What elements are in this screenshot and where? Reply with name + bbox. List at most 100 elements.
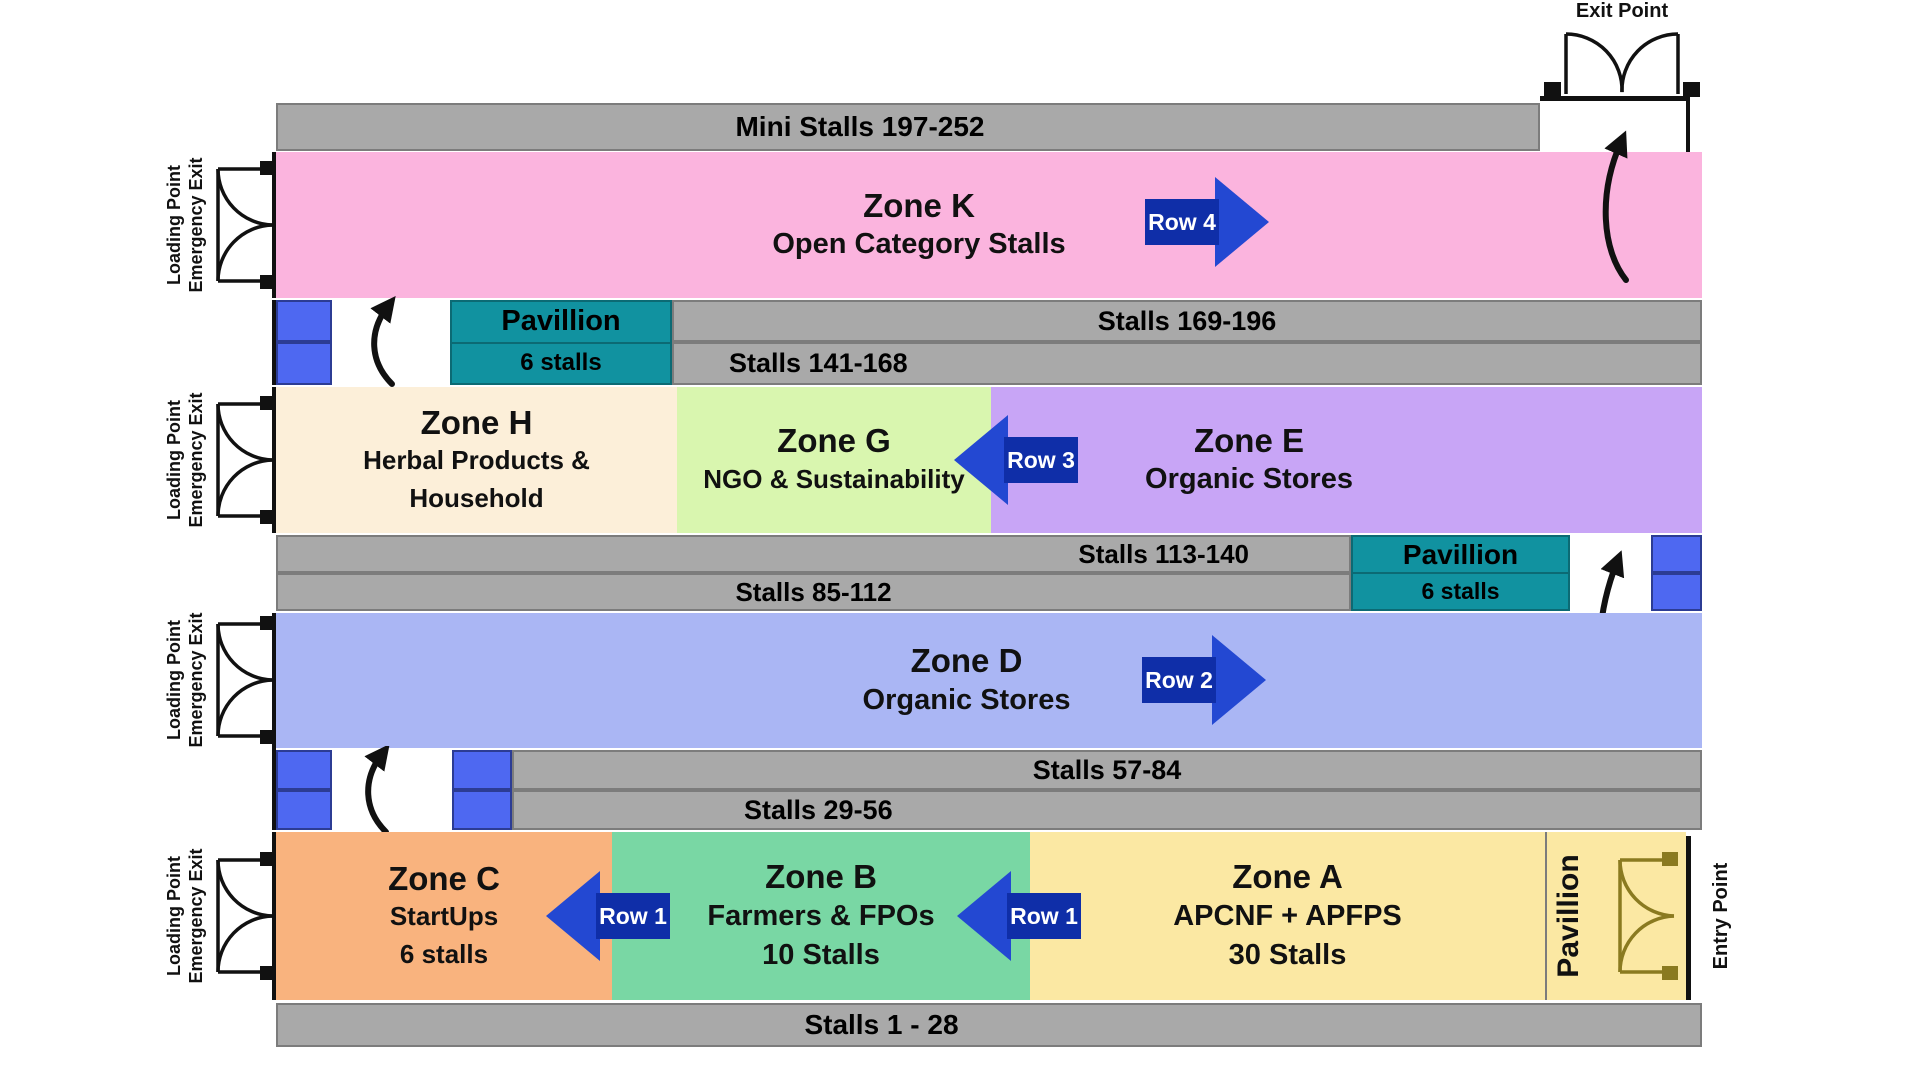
curved-arrow-icon [370,296,396,387]
left-wall-segment [272,387,276,533]
entry-door-icon [1618,852,1678,980]
loading-point-label: Loading Point Emergency Exit [163,826,207,1006]
curved-arrow-icon [364,746,390,835]
zone-e-title: Zone E [1193,421,1304,459]
pavilion-title: Pavillion [1353,537,1568,574]
loading-point-line2: Emergency Exit [186,612,206,748]
stall-bar-label: Stalls 57-84 [1032,754,1182,785]
stall-bar-label: Stalls 113-140 [1078,538,1249,569]
zone-h-desc2: Household [409,482,544,513]
zone-k: Zone K Open Category Stalls [276,152,1702,298]
stall-bar-mini-197-252: Mini Stalls 197-252 [276,103,1540,151]
loading-bay-box [452,790,512,830]
loading-door-icon [216,161,276,289]
pavilion-subtitle: 6 stalls [1421,578,1500,604]
right-wall-segment-entry [1686,836,1691,1000]
stall-bar-label: Mini Stalls 197-252 [735,111,985,142]
loading-bay-box [276,790,332,830]
row-3-label: Row 3 [1007,447,1075,473]
loading-point-line1: Loading Point [164,165,184,285]
pavilion-title: Pavillion [452,302,670,344]
zone-d: Zone D Organic Stores [276,613,1702,748]
loading-bay-box [1651,573,1702,611]
zone-d-desc: Organic Stores [862,683,1071,716]
zone-c-desc1: StartUps [389,901,499,932]
curved-arrow-to-exit-icon [1602,130,1629,283]
stall-bar-label: Stalls 85-112 [735,576,892,607]
stall-bar-label: Stalls 141-168 [729,348,908,378]
zone-k-title: Zone K [863,186,975,224]
left-wall-segment [272,300,276,385]
row-3-arrow-icon: Row 3 [954,415,1078,505]
stall-bar-141-168: Stalls 141-168 [672,342,1702,385]
loading-point-line1: Loading Point [164,856,184,976]
exit-door-icon [1544,32,1700,97]
loading-bay-box [452,750,512,790]
row-2-label: Row 2 [1145,667,1213,693]
loading-door-icon [216,616,276,744]
stall-bar-1-28: Stalls 1 - 28 [276,1003,1702,1047]
loading-point-line2: Emergency Exit [186,157,206,293]
pavilion-entry-title: Pavillion [1552,854,1585,978]
left-wall-segment [272,152,276,298]
stall-bar-29-56: Stalls 29-56 [512,790,1702,830]
right-wall-segment-top [1686,97,1690,152]
left-wall-segment [272,832,276,1000]
pavilion-right: Pavillion 6 stalls [1351,535,1570,611]
stall-bar-57-84: Stalls 57-84 [512,750,1702,790]
zone-h-desc1: Herbal Products & [363,445,590,476]
zone-c: Zone C StartUps 6 stalls [276,832,612,1000]
zone-g-title: Zone G [777,422,891,460]
zone-h: Zone H Herbal Products & Household [276,387,677,533]
loading-bay-box [276,342,332,385]
zone-b-desc2: 10 Stalls [762,938,880,971]
pavilion-top: Pavillion 6 stalls [450,300,672,385]
row-2-arrow-icon: Row 2 [1142,635,1266,725]
loading-point-label: Loading Point Emergency Exit [163,590,207,770]
loading-point-line2: Emergency Exit [186,848,206,984]
zone-e: Zone E Organic Stores [991,387,1702,533]
stall-bar-label: Stalls 1 - 28 [804,1009,959,1040]
zone-a-desc2: 30 Stalls [1228,938,1347,971]
zone-b-desc1: Farmers & FPOs [707,899,935,932]
loading-door-icon [216,396,276,524]
loading-point-label: Loading Point Emergency Exit [163,370,207,550]
zone-d-title: Zone D [910,642,1023,680]
zone-c-title: Zone C [388,859,500,897]
left-wall-segment [272,613,276,830]
exit-point-label: Exit Point [1575,0,1669,22]
entry-point-label: Entry Point [1710,862,1732,970]
loading-bay-box [276,300,332,342]
zone-a: Zone A APCNF + APFPS 30 Stalls [1030,832,1545,1000]
zone-g: Zone G NGO & Sustainability [677,387,991,533]
stall-bar-85-112: Stalls 85-112 [276,573,1351,611]
row-1-arrow-icon: Row 1 [957,871,1081,961]
stall-bar-113-140: Stalls 113-140 [276,535,1351,573]
stall-bar-label: Stalls 169-196 [1097,305,1277,336]
loading-point-line1: Loading Point [164,620,184,740]
row-4-arrow-icon: Row 4 [1145,177,1269,267]
zone-a-desc1: APCNF + APFPS [1173,899,1402,932]
row-1-label: Row 1 [599,903,667,929]
stall-bar-169-196: Stalls 169-196 [672,300,1702,342]
loading-door-icon [216,852,276,980]
pavilion-subtitle: 6 stalls [520,349,602,377]
row-1-arrow-icon: Row 1 [546,871,670,961]
zone-g-desc: NGO & Sustainability [703,463,965,494]
exit-wall-segment [1540,96,1690,101]
zone-e-desc: Organic Stores [1145,463,1353,496]
row-4-label: Row 4 [1148,209,1216,235]
zone-c-desc2: 6 stalls [399,938,489,969]
zone-b-title: Zone B [765,858,877,896]
zone-b: Zone B Farmers & FPOs 10 Stalls [612,832,1030,1000]
stall-bar-label: Stalls 29-56 [744,794,893,825]
loading-bay-box [276,750,332,790]
row-1-label: Row 1 [1010,903,1078,929]
loading-point-label: Loading Point Emergency Exit [163,135,207,315]
zone-h-title: Zone H [420,403,533,441]
zone-k-desc: Open Category Stalls [772,228,1066,261]
zone-a-title: Zone A [1232,858,1343,896]
loading-point-line2: Emergency Exit [186,392,206,528]
loading-bay-box [1651,535,1702,573]
